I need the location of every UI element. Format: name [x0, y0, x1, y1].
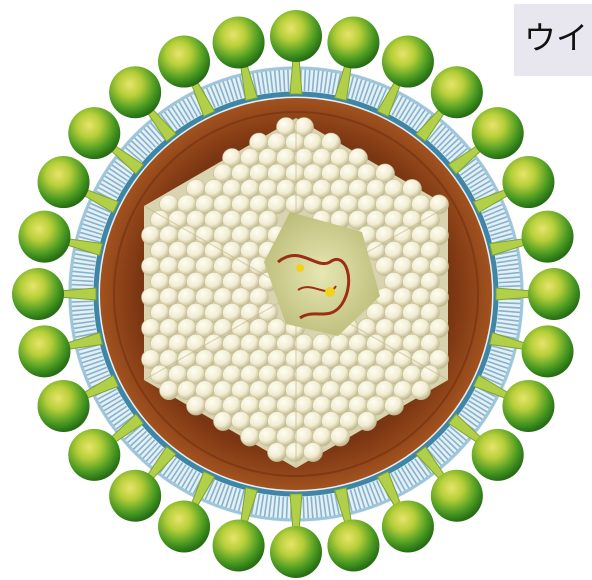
- label-text: ウイ: [524, 18, 588, 58]
- label-box: ウイ: [514, 4, 592, 76]
